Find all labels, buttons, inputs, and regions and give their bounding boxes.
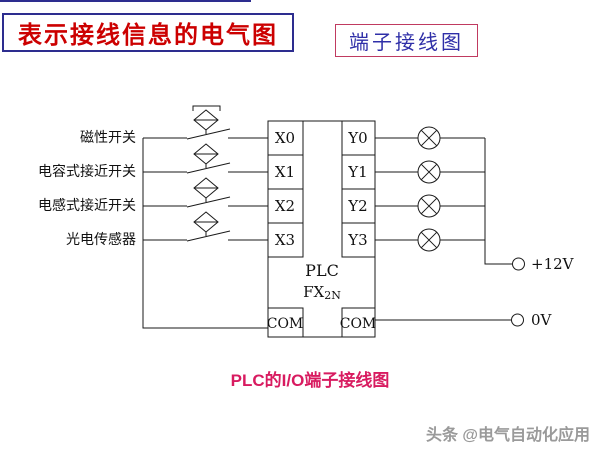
input-label: 光电传感器	[66, 231, 136, 248]
terminal-label-com-left: COM	[267, 316, 304, 332]
diagram-caption: PLC的I/O端子接线图	[230, 371, 390, 390]
input-common-bus	[142, 138, 268, 329]
terminal-label-x1: X1	[275, 163, 295, 181]
supply-terminal-icon	[512, 257, 525, 271]
input-row-x2: 电感式接近开关	[38, 177, 268, 214]
plc-name: PLC	[305, 261, 339, 280]
switch-lever	[186, 196, 231, 208]
terminal-label-x2: X2	[275, 197, 295, 215]
terminal-label-y2: Y2	[347, 197, 367, 215]
terminal-diagram-title: 端子接线图	[349, 30, 464, 54]
terminal-label-x3: X3	[275, 231, 295, 249]
terminal-diagram-title-box: 端子接线图	[335, 24, 478, 57]
plc-body: X0 X1 X2 X3 Y0 Y1 Y2 Y3 COM COM PLC FX2N	[267, 120, 377, 338]
output-row-y0	[375, 126, 485, 150]
terminal-cell-y2	[341, 188, 376, 224]
terminal-label-com-right: COM	[340, 316, 377, 332]
input-label: 磁性开关	[80, 130, 136, 146]
plc-model-subscript: 2N	[324, 289, 341, 302]
supply-terminal-icon	[511, 313, 524, 327]
terminal-label-y3: Y3	[347, 231, 367, 249]
main-title: 表示接线信息的电气图	[18, 20, 278, 49]
lamp-cross	[420, 129, 438, 147]
input-label: 电感式接近开关	[38, 197, 136, 214]
negative-supply: 0V	[375, 311, 553, 329]
terminal-cell-x3	[267, 222, 304, 258]
output-row-y1	[375, 160, 485, 184]
terminal-label-y0: Y0	[347, 129, 367, 147]
terminal-cell-com-right	[341, 307, 376, 338]
output-common-bus	[484, 138, 512, 265]
watermark: 头条 @电气自动化应用	[425, 427, 590, 444]
plc-model-main: FX	[303, 283, 324, 301]
input-row-x1: 电容式接近开关	[38, 143, 268, 180]
input-row-x3: 光电传感器	[66, 211, 268, 248]
lamp-cross	[420, 231, 438, 249]
terminal-cell-com-left	[267, 307, 304, 338]
top-edge-line	[0, 0, 251, 2]
lamp-cross	[420, 163, 438, 181]
positive-supply-label: +12V	[531, 255, 575, 273]
terminal-cell-y3	[341, 222, 376, 258]
output-row-y3	[375, 228, 485, 252]
terminal-cell-x2	[267, 188, 304, 224]
switch-lever	[186, 162, 231, 174]
plc-model: FX2N	[303, 283, 341, 302]
input-row-x0: 磁性开关	[80, 105, 268, 146]
output-row-y2	[375, 194, 485, 218]
input-label: 电容式接近开关	[38, 163, 136, 180]
lamp-cross	[420, 197, 438, 215]
positive-supply: +12V	[484, 138, 575, 273]
negative-supply-label: 0V	[531, 311, 553, 329]
terminal-cell-x1	[267, 154, 304, 190]
terminal-label-y1: Y1	[347, 163, 367, 181]
terminal-cell-x0	[267, 120, 304, 156]
magnet-bracket-icon	[192, 105, 221, 111]
terminal-label-x0: X0	[275, 129, 295, 147]
switch-lever	[186, 128, 231, 140]
main-title-box: 表示接线信息的电气图	[2, 13, 294, 52]
switch-lever	[186, 230, 231, 242]
terminal-cell-y1	[341, 154, 376, 190]
